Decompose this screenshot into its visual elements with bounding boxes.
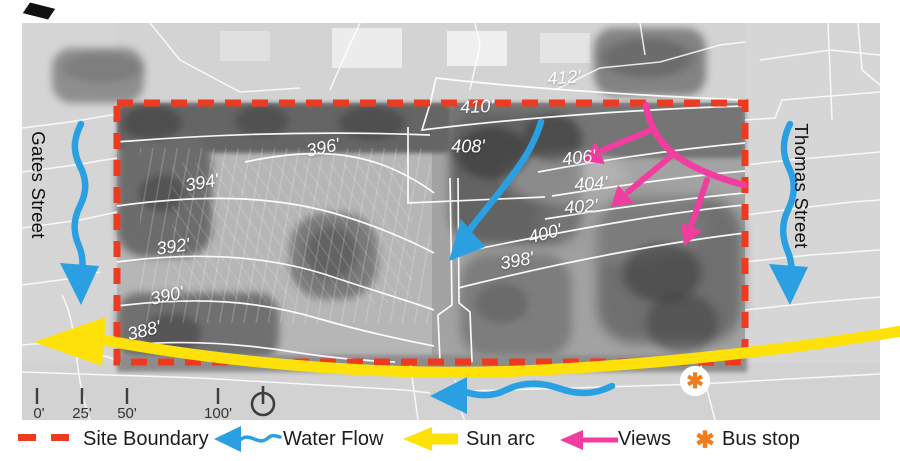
water-flow-arrow-bottom (430, 377, 616, 414)
bus-stop-legend-icon: ✱ (695, 426, 715, 453)
water-flow-arrow-left (60, 120, 99, 305)
site-boundary (113, 99, 749, 366)
contour-label-410: 410' (459, 95, 495, 118)
contour-label-412: 412' (546, 66, 582, 89)
contour-lines (116, 77, 746, 363)
bus-stop-asterisk-icon: ✱ (686, 369, 704, 393)
contour-label-404: 404' (573, 172, 609, 195)
views-legend-icon (560, 430, 618, 450)
legend-bus-stop-label: Bus stop (722, 428, 800, 450)
sun-arc-arrow (34, 317, 900, 378)
street-label-gates: Gates Street (28, 131, 49, 239)
water-flow-arrow-middle (449, 118, 545, 261)
scale-tick-25: 25' (72, 405, 92, 422)
views-arrow-2 (611, 154, 673, 207)
north-arrow-icon (250, 386, 276, 417)
water-flow-legend-icon (214, 426, 282, 452)
water-flow-arrows (60, 118, 808, 414)
sun-arc-arrowhead (34, 317, 106, 366)
scale-tick-50: 50' (117, 405, 137, 422)
legend: Site Boundary Water Flow Sun arc Views ✱… (0, 424, 900, 461)
scale-tick-0: 0' (33, 405, 45, 422)
sun-arc-legend-icon (403, 427, 458, 451)
scale-bar-ticks (35, 388, 220, 404)
legend-site-boundary-label: Site Boundary (83, 428, 209, 450)
contour-label-406: 406' (561, 145, 597, 170)
site-boundary-legend-icon (18, 434, 69, 441)
contour-label-402: 402' (563, 195, 599, 218)
street-label-thomas: Thomas Street (791, 123, 812, 249)
contour-label-408: 408' (451, 136, 485, 157)
legend-views-label: Views (618, 428, 671, 450)
views-arc (642, 101, 748, 189)
legend-sun-arc-label: Sun arc (466, 428, 535, 450)
views-arrow-1 (582, 127, 654, 164)
bus-stop-marker: ✱ (680, 366, 710, 396)
water-flow-arrow-right (769, 120, 808, 305)
legend-water-flow-label: Water Flow (283, 428, 384, 450)
views-arrows (582, 101, 748, 246)
views-arrow-3 (681, 177, 710, 246)
scale-tick-100: 100' (204, 405, 232, 422)
